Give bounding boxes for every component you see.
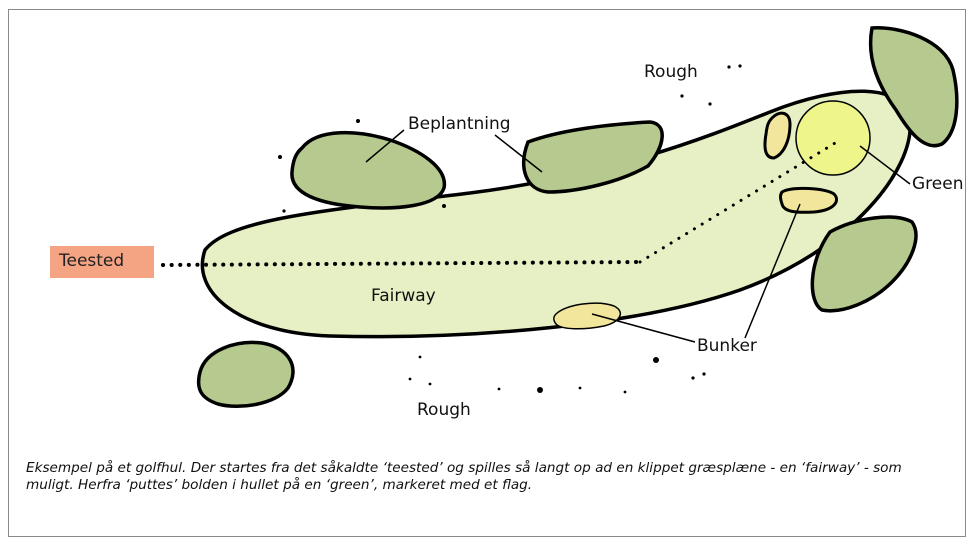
beplantning-label: Beplantning (408, 114, 511, 134)
rough-bottom-label: Rough (417, 400, 471, 420)
fairway-label: Fairway (371, 286, 436, 306)
figure-caption: Eksempel på et golfhul. Der startes fra … (26, 460, 946, 494)
planting-bottom-left (199, 342, 293, 406)
leader-bunker-fairway (592, 314, 695, 342)
green-circle (796, 101, 870, 175)
planting-left (292, 133, 444, 208)
bunker-below-green (781, 188, 837, 212)
rough-top-label: Rough (644, 62, 698, 82)
bunker-label: Bunker (697, 336, 757, 356)
teested-label: Teested (59, 251, 124, 271)
green-label: Green (912, 174, 963, 194)
